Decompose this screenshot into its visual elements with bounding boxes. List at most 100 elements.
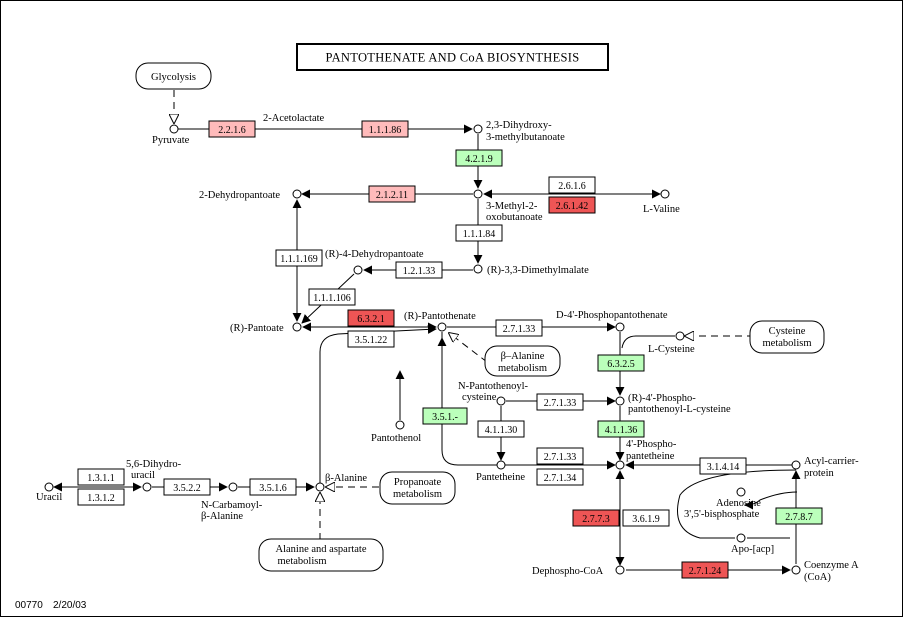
node-cysteine[interactable] (675, 331, 685, 341)
svg-text:metabolism: metabolism (498, 363, 547, 374)
enzyme-3-5-1-6[interactable]: 3.5.1.6 (249, 478, 297, 496)
enzyme-2-7-1-24[interactable]: 2.7.1.24 (681, 561, 729, 579)
enzyme-4-2-1-9[interactable]: 4.2.1.9 (455, 149, 503, 167)
svg-text:3.1.4.14: 3.1.4.14 (707, 462, 740, 473)
enzyme-3-5-1-x[interactable]: 3.5.1.- (422, 407, 468, 425)
node-pantothenoylcys[interactable] (496, 396, 506, 406)
label-coa-1: Coenzyme A (804, 560, 859, 571)
svg-text:2.2.1.6: 2.2.1.6 (218, 125, 246, 136)
enzyme-1-1-1-106[interactable]: 1.1.1.106 (308, 288, 356, 306)
svg-text:β–Alanine: β–Alanine (501, 351, 545, 362)
label-r4phospho-1: (R)-4'-Phospho- (628, 393, 696, 404)
node-pyruvate[interactable] (169, 124, 179, 134)
node-r4phospho[interactable] (615, 396, 625, 406)
enzyme-2-7-1-33-c[interactable]: 2.7.1.33 (536, 447, 584, 465)
enzyme-2-1-2-11[interactable]: 2.1.2.11 (368, 185, 416, 203)
node-dephosphocoa[interactable] (615, 565, 625, 575)
compound-labels: Pyruvate 2-Acetolactate 2,3-Dihydroxy- 3… (36, 113, 859, 583)
node-dihydroxy[interactable] (473, 124, 483, 134)
svg-text:1.1.1.106: 1.1.1.106 (313, 293, 351, 304)
line-cysteine-merge (621, 335, 675, 349)
enzyme-2-2-1-6[interactable]: 2.2.1.6 (208, 120, 256, 138)
label-dihydroxy-2: 3-methylbutanoate (486, 132, 565, 143)
enzyme-1-1-1-84[interactable]: 1.1.1.84 (455, 224, 503, 242)
enzyme-2-7-1-33-a[interactable]: 2.7.1.33 (495, 319, 543, 337)
label-acp-2: protein (804, 468, 834, 479)
svg-text:1.1.1.169: 1.1.1.169 (280, 254, 318, 265)
label-dephosphocoa: Dephospho-CoA (532, 566, 604, 577)
node-pantothenate[interactable] (437, 322, 447, 332)
node-dimethylmalate[interactable] (473, 264, 483, 274)
node-pantothenol[interactable] (395, 420, 405, 430)
line-pantothenate-pantetheine (441, 332, 616, 470)
node-carbamoyl[interactable] (228, 482, 238, 492)
enzyme-2-7-8-7[interactable]: 2.7.8.7 (775, 507, 823, 525)
node-balanine[interactable] (315, 482, 325, 492)
svg-text:Glycolysis: Glycolysis (151, 72, 196, 83)
line-acp-loop (677, 469, 797, 539)
enzyme-4-1-1-30[interactable]: 4.1.1.30 (477, 420, 525, 438)
map-id: 00770 (15, 600, 43, 611)
map-title: PANTOTHENATE AND CoA BIOSYNTHESIS (325, 51, 579, 65)
node-r4dehydropantoate[interactable] (353, 265, 363, 275)
svg-text:3.6.1.9: 3.6.1.9 (632, 514, 660, 525)
enzyme-3-5-1-22[interactable]: 3.5.1.22 (347, 330, 395, 348)
node-coa[interactable] (791, 565, 801, 575)
map-alanine-aspartate-metabolism[interactable]: Alanine and aspartate metabolism (258, 538, 384, 572)
node-d4phospho[interactable] (615, 322, 625, 332)
node-apoacp[interactable] (736, 533, 746, 543)
enzyme-1-2-1-33[interactable]: 1.2.1.33 (395, 261, 443, 279)
enzyme-3-6-1-9[interactable]: 3.6.1.9 (622, 509, 670, 527)
svg-text:2.1.2.11: 2.1.2.11 (376, 190, 408, 201)
node-adenosine[interactable] (736, 487, 746, 497)
svg-text:metabolism: metabolism (278, 556, 327, 567)
svg-text:2.7.8.7: 2.7.8.7 (785, 512, 813, 523)
node-pantetheine[interactable] (496, 460, 506, 470)
svg-text:2.6.1.42: 2.6.1.42 (556, 201, 589, 212)
map-cysteine-metabolism[interactable]: Cysteine metabolism (749, 320, 825, 354)
label-cysteine: L-Cysteine (648, 344, 695, 355)
map-links: Glycolysis Cysteine metabolism β–Alanine… (135, 62, 825, 572)
label-carbamoyl-2: β-Alanine (201, 511, 243, 522)
map-balanine-metabolism[interactable]: β–Alanine metabolism (484, 345, 561, 377)
enzyme-2-6-1-42[interactable]: 2.6.1.42 (548, 196, 596, 214)
enzyme-1-3-1-2[interactable]: 1.3.1.2 (77, 488, 125, 506)
enzyme-2-7-1-33-b[interactable]: 2.7.1.33 (536, 393, 584, 411)
enzyme-2-7-7-3[interactable]: 2.7.7.3 (572, 509, 620, 527)
svg-text:6.3.2.5: 6.3.2.5 (607, 359, 635, 370)
svg-text:4.1.1.36: 4.1.1.36 (605, 425, 638, 436)
enzyme-3-5-2-2[interactable]: 3.5.2.2 (163, 478, 211, 496)
node-pantoate[interactable] (292, 322, 302, 332)
label-apoacp: Apo-[acp] (731, 544, 774, 555)
map-glycolysis[interactable]: Glycolysis (135, 62, 212, 90)
enzyme-2-7-1-34[interactable]: 2.7.1.34 (536, 468, 584, 486)
enzyme-1-1-1-86[interactable]: 1.1.1.86 (361, 120, 409, 138)
node-dehydropantoate[interactable] (292, 189, 302, 199)
map-propanoate-metabolism[interactable]: Propanoate metabolism (379, 471, 456, 505)
label-pantothenate: (R)-Pantothenate (404, 311, 476, 322)
svg-text:1.2.1.33: 1.2.1.33 (403, 266, 436, 277)
node-acp[interactable] (791, 460, 801, 470)
label-adenosine-2: 3',5'-bisphosphate (684, 509, 760, 520)
label-uracil: Uracil (36, 492, 62, 503)
label-pantothenol: Pantothenol (371, 433, 421, 444)
label-phosphopantetheine-1: 4'-Phospho- (626, 439, 677, 450)
node-phosphopantetheine[interactable] (615, 460, 625, 470)
map-title-box: PANTOTHENATE AND CoA BIOSYNTHESIS (296, 43, 609, 71)
enzyme-6-3-2-1[interactable]: 6.3.2.1 (347, 309, 395, 327)
node-valine[interactable] (660, 189, 670, 199)
svg-text:2.7.1.24: 2.7.1.24 (689, 566, 722, 577)
svg-text:1.3.1.1: 1.3.1.1 (87, 473, 115, 484)
enzyme-4-1-1-36[interactable]: 4.1.1.36 (597, 420, 645, 438)
enzyme-6-3-2-5[interactable]: 6.3.2.5 (597, 354, 645, 372)
node-methyloxo[interactable] (473, 189, 483, 199)
enzyme-2-6-1-6[interactable]: 2.6.1.6 (548, 176, 596, 194)
enzyme-3-1-4-14[interactable]: 3.1.4.14 (699, 457, 747, 475)
enzyme-1-1-1-169[interactable]: 1.1.1.169 (275, 249, 323, 267)
label-methyloxo-1: 3-Methyl-2- (486, 201, 538, 212)
enzyme-1-3-1-1[interactable]: 1.3.1.1 (77, 468, 125, 486)
compound-nodes (44, 124, 801, 575)
node-uracil[interactable] (44, 482, 54, 492)
node-dihydrouracil[interactable] (142, 482, 152, 492)
svg-text:2.7.1.33: 2.7.1.33 (544, 452, 577, 463)
